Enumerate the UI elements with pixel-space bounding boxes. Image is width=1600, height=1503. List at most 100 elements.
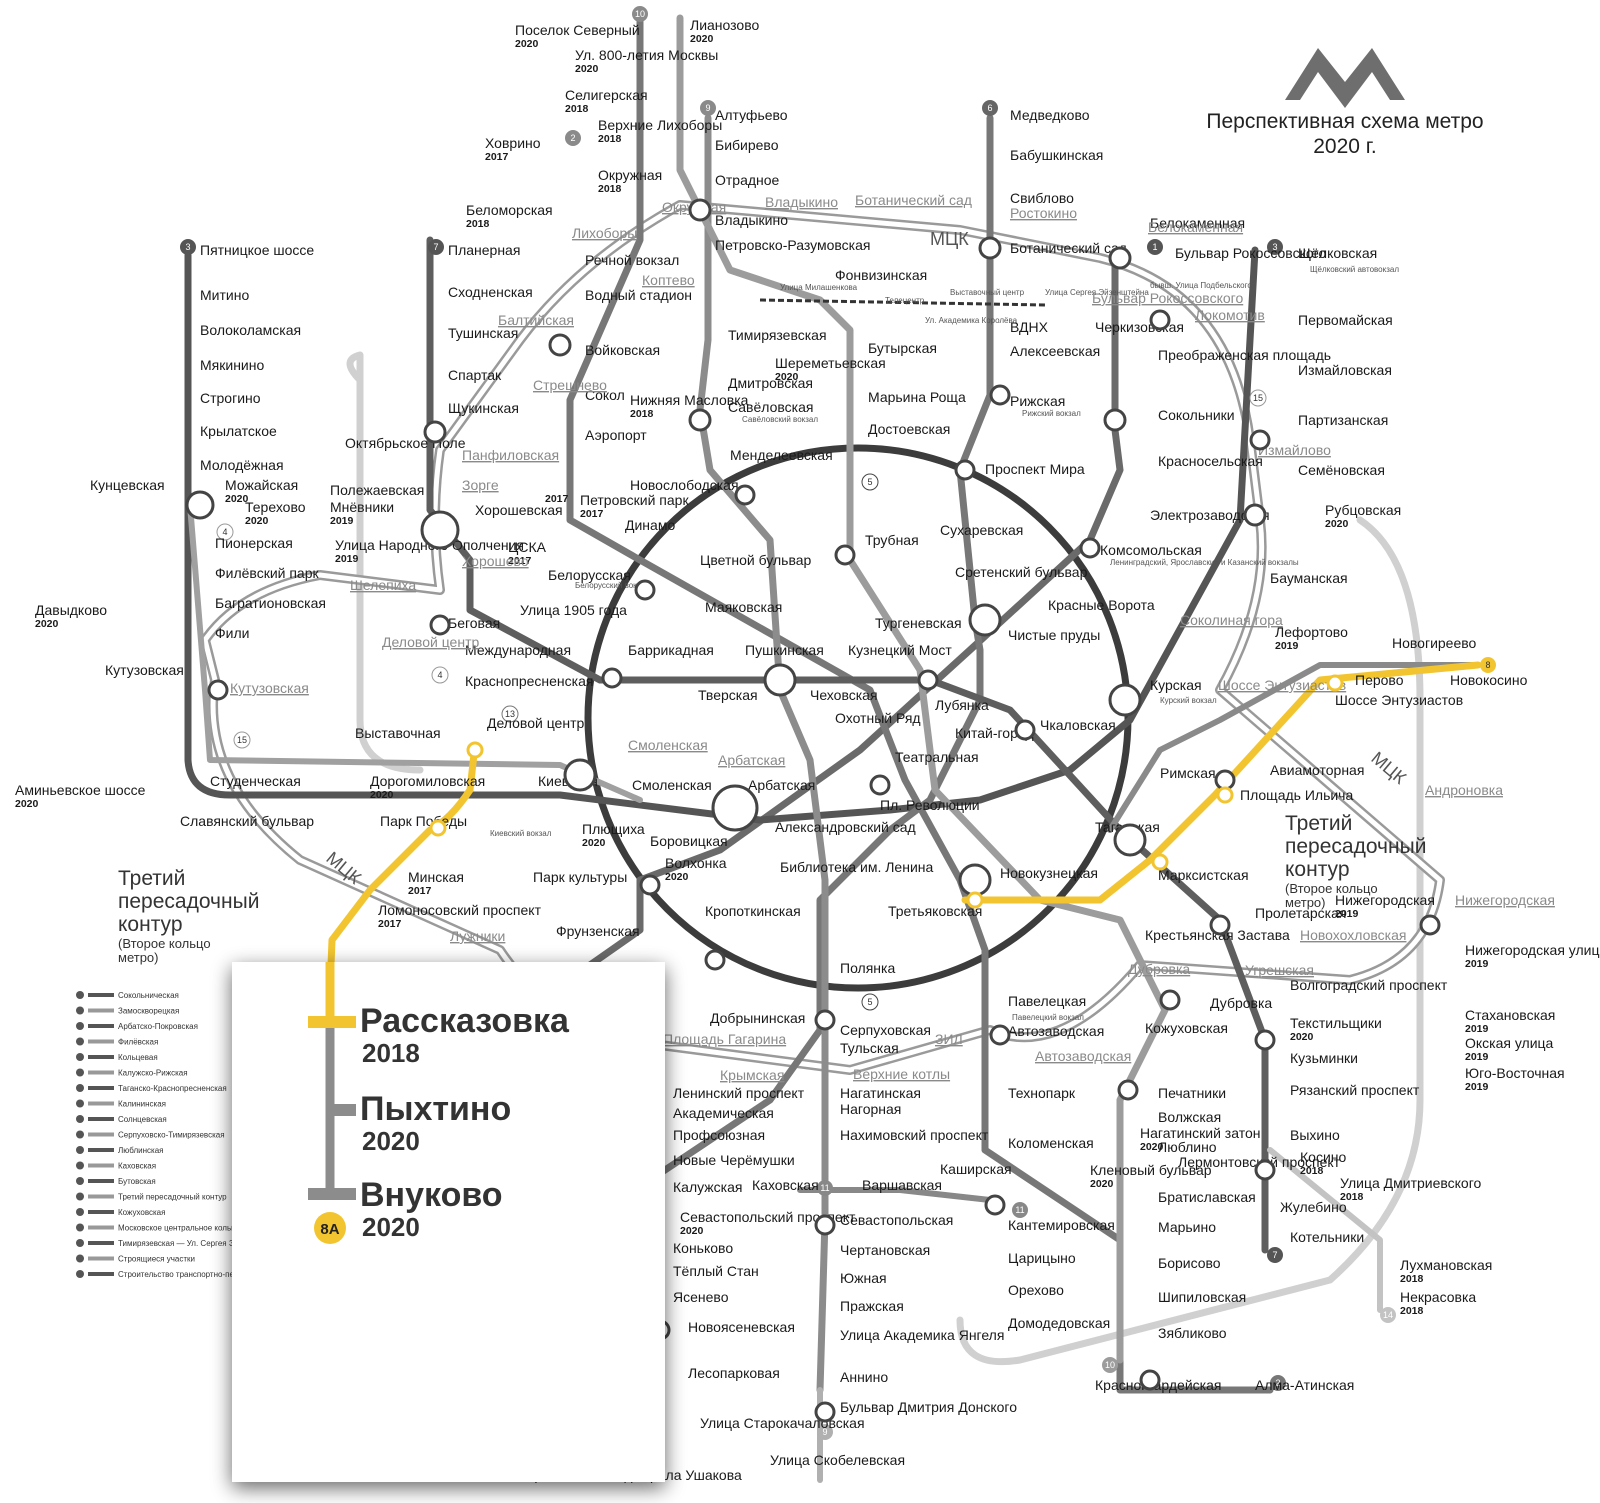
station-year-minskaya: 2017	[408, 885, 432, 897]
station-cheremushki: Новые Черёмушки	[673, 1152, 795, 1168]
station-fili: Фили	[215, 625, 249, 641]
legend-item-label: Замоскворецкая	[118, 1007, 179, 1016]
legend-item-label: Сокольническая	[118, 991, 179, 1000]
station-vodny: Водный стадион	[585, 287, 692, 303]
station-tretyakovskaya: Третьяковская	[888, 903, 982, 919]
station-polyanka: Полянка	[840, 960, 895, 976]
station-year-nagatinsky-zaton: 2020	[1140, 1141, 1164, 1153]
station-baumanskaya: Бауманская	[1270, 570, 1348, 586]
monorail-station: Телецентр	[885, 296, 925, 305]
station-petrovsky-park: Петровский парк	[580, 492, 689, 508]
mck-station-labels: ОкружнаяВладыкиноБотанический садРостоки…	[230, 192, 1555, 1083]
inset-year-pykhtino: 2020	[362, 1126, 420, 1156]
mck-station: Соколиная гора	[1180, 612, 1283, 628]
station-park-pobedy: Парк Победы	[380, 813, 467, 829]
legend-item-label: Третий пересадочный контур	[118, 1193, 227, 1202]
svg-text:6: 6	[987, 103, 992, 113]
third-contour-left-title-2: пересадочный	[118, 890, 259, 913]
third-contour-left-title-3: контур	[118, 913, 183, 936]
inset-year-vnukovo: 2020	[362, 1212, 420, 1242]
station-chistye: Чистые пруды	[1008, 627, 1100, 643]
mck-station: ЗИЛ	[935, 1031, 963, 1047]
station-nakhimovsky: Нахимовский проспект	[840, 1127, 989, 1143]
legend-line-swatch	[88, 1101, 114, 1106]
station-tverskaya: Тверская	[698, 687, 758, 703]
station-year-aminevskoe: 2020	[15, 798, 39, 810]
station-nizhegorodskaya-ul: Нижегородская улица	[1465, 942, 1600, 958]
legend-line-swatch	[88, 1179, 114, 1183]
mck-station: Коптево	[642, 272, 695, 288]
station-year-sheremetevskaya: 2020	[775, 371, 799, 383]
station-dmitrovskaya: Дмитровская	[728, 375, 813, 391]
station-yuzhnaya: Южная	[840, 1270, 887, 1286]
station-plyushchikha: Плющиха	[582, 821, 645, 837]
station-maryino: Марьино	[1158, 1219, 1216, 1235]
station-year-stakhanovskaya: 2019	[1465, 1023, 1489, 1035]
station-avtozavodskaya: Автозаводская	[1008, 1023, 1104, 1039]
station-rizhskaya: Рижская	[1010, 393, 1065, 409]
legend-line-swatch	[88, 1241, 114, 1245]
station-alekseevskaya: Алексеевская	[1010, 343, 1100, 359]
station-kuznetsky: Кузнецкий Мост	[848, 642, 952, 658]
line-8a-badge-icon	[314, 1212, 346, 1244]
legend-line-swatch	[88, 1070, 114, 1075]
legend-line-swatch	[88, 1132, 114, 1137]
station-proletarskaya: Пролетарская	[1255, 905, 1346, 921]
station-polezhaevskaya: Полежаевская	[330, 482, 424, 498]
station-year-lomonosovsky: 2017	[378, 918, 402, 930]
inset-station-rasskazovka: Рассказовка	[360, 1002, 570, 1040]
station-rimskaya: Римская	[1160, 765, 1216, 781]
station-year-sevastopolsky-pr: 2020	[680, 1225, 704, 1237]
station-babushkinskaya: Бабушкинская	[1010, 147, 1103, 163]
legend-line-swatch	[88, 1272, 114, 1276]
mck-station: Ростокино	[1010, 205, 1077, 221]
mck-station: Дубровка	[1128, 961, 1190, 977]
station-lyublino: Люблино	[1158, 1139, 1217, 1155]
station-vystavochnaya: Выставочная	[355, 725, 441, 741]
station-delovoy: Деловой центр	[487, 715, 584, 731]
station-nagatinskaya: Нагатинская	[840, 1085, 921, 1101]
station-year-volkhonka: 2020	[665, 871, 689, 883]
station-volzhskaya: Волжская	[1158, 1109, 1221, 1125]
station-year-klenovy: 2020	[1090, 1178, 1114, 1190]
third-contour-title-3: контур	[1285, 858, 1350, 881]
station-serpukhovskaya: Серпуховская	[840, 1022, 931, 1038]
legend-item-label: Каховская	[118, 1162, 156, 1171]
line-7	[426, 236, 1269, 1254]
station-orekhovo: Орехово	[1008, 1282, 1064, 1298]
station-kuntsevskaya: Кунцевская	[90, 477, 165, 493]
line-9	[696, 114, 829, 1394]
station-barrikadnaya: Баррикадная	[628, 642, 714, 658]
station-kuzminki: Кузьминки	[1290, 1050, 1358, 1066]
station-elektrozavodskaya: Электрозаводская	[1150, 507, 1270, 523]
mck-station: Лужники	[450, 928, 505, 944]
line-1	[446, 254, 1124, 1104]
station-teply-stan: Тёплый Стан	[673, 1263, 759, 1279]
legend-marker	[76, 1161, 84, 1170]
third-contour-left-sub-1: (Второе кольцо	[118, 936, 211, 951]
station-lomonosovsky: Ломоносовский проспект	[378, 902, 542, 918]
station-year-okskaya: 2019	[1465, 1051, 1489, 1063]
line-11	[797, 1187, 993, 1203]
mck-station: Хорошево	[462, 553, 529, 569]
station-year-dorogomilovskaya: 2020	[370, 789, 394, 801]
legend-marker	[76, 1192, 84, 1201]
station-bratislavskaya: Братиславская	[1158, 1189, 1256, 1205]
legend-item-label: Тимирязевская — Ул. Сергея Эйзенштейна (…	[118, 1239, 327, 1248]
station-voykovskaya: Войковская	[585, 342, 660, 358]
mck-station: Панфиловская	[462, 447, 559, 463]
station-konkovo: Коньково	[673, 1240, 733, 1256]
station-kaluzhskaya: Калужская	[673, 1179, 742, 1195]
station-mendeleevskaya: Менделеевская	[730, 447, 833, 463]
station-shosse-entuziastov: Шоссе Энтузиастов	[1335, 692, 1463, 708]
station-alma-atinskaya: Алма-Атинская	[1255, 1377, 1354, 1393]
station-akademicheskaya: Академическая	[673, 1105, 774, 1121]
legend-marker	[76, 1006, 84, 1015]
mck-station: Шоссе Энтузиастов	[1218, 677, 1346, 693]
station-ul800: Ул. 800-летия Москвы	[575, 47, 718, 63]
svg-text:2: 2	[1275, 1378, 1280, 1388]
legend-item-label: Кожуховская	[118, 1208, 165, 1217]
station-chertanovskaya: Чертановская	[840, 1242, 930, 1258]
mck-station: Стрешнево	[533, 377, 607, 393]
station-klenovy: Кленовый бульвар	[1090, 1162, 1212, 1178]
